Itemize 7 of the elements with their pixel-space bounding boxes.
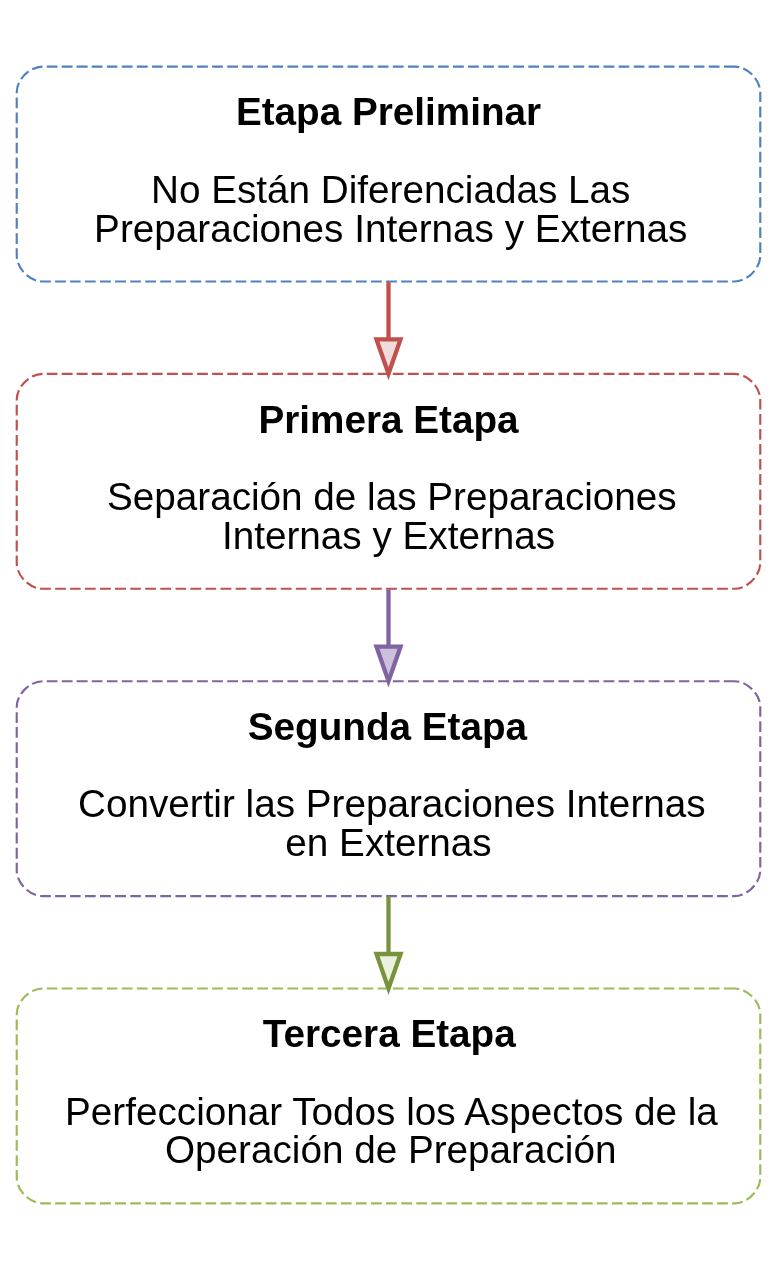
node-box: Etapa Preliminar No Están Diferenciadas Las Preparaciones Internas y Externas [15,65,762,283]
arrow [373,282,404,381]
arrow [373,589,404,688]
node-box: Tercera Etapa Perfeccionar Todos los Aspectos de la Operación de Preparación [15,987,762,1205]
node-box: Primera Etapa Separación de las Preparaciones Internas y Externas [15,372,762,590]
node-box: Segunda Etapa Convertir las Preparaciones Internas en Externas [15,680,762,898]
arrow [373,896,404,995]
